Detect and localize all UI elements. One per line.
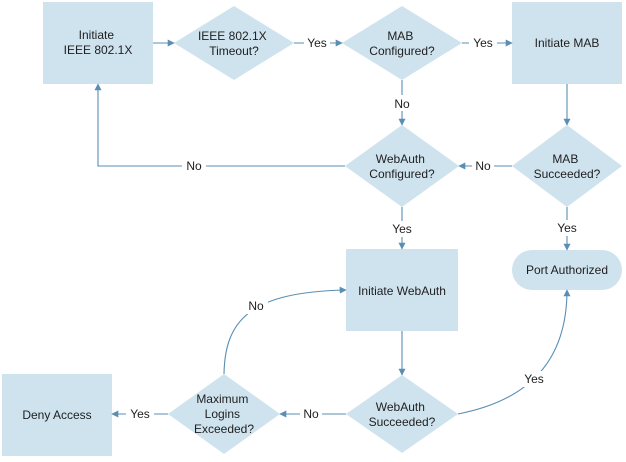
timeout-line1: IEEE 802.1X: [198, 29, 267, 43]
mab-succeeded-yes-label: Yes: [557, 221, 577, 235]
webauth-succeeded-yes-label: Yes: [524, 372, 544, 386]
mab-configured-line1: MAB: [387, 29, 413, 43]
mab-configured-yes-label: Yes: [473, 36, 493, 50]
edge-max-logins-yes: Yes: [111, 406, 168, 422]
svg-text:IEEE 802.1X Timeout?: IEEE 802.1X Timeout?: [198, 29, 270, 58]
svg-text:MAB Configured?: MAB Configured?: [369, 29, 435, 58]
webauth-configured-no-label: No: [186, 159, 202, 173]
max-logins-decision-node: Maximum Logins Exceeded?: [168, 374, 280, 454]
svg-text:Initiate IEEE 802.1X: Initiate IEEE 802.1X: [64, 28, 133, 57]
mab-succeeded-line1: MAB: [552, 152, 578, 166]
timeout-line2: Timeout?: [209, 44, 259, 58]
svg-text:Initiate WebAuth: Initiate WebAuth: [358, 284, 446, 298]
timeout-decision-node: IEEE 802.1X Timeout?: [174, 6, 294, 80]
edge-webauth-configured-no: No: [94, 83, 345, 174]
webauth-succeeded-decision-node: WebAuth Succeeded?: [346, 375, 458, 453]
port-authorized-label: Port Authorized: [526, 263, 608, 277]
timeout-yes-label: Yes: [307, 36, 327, 50]
edge-mab-succeeded-yes: Yes: [554, 207, 582, 251]
max-logins-line3: Exceeded?: [194, 422, 254, 436]
svg-text:Initiate MAB: Initiate MAB: [535, 36, 600, 50]
mab-configured-decision-node: MAB Configured?: [342, 6, 462, 80]
svg-text:Deny Access: Deny Access: [22, 408, 91, 422]
edge-webauth-succeeded-no: No: [279, 406, 346, 422]
max-logins-no-label: No: [248, 299, 264, 313]
initiate-8021x-node: Initiate IEEE 802.1X: [43, 2, 153, 84]
mab-succeeded-line2: Succeeded?: [534, 167, 601, 181]
mab-succeeded-decision-node: MAB Succeeded?: [512, 125, 622, 207]
svg-text:Maximum Logins Exc: Maximum Logins Exceeded?: [194, 392, 254, 436]
edge-max-logins-no: No: [223, 286, 347, 375]
edge-mab-succeeded-no: No: [458, 158, 512, 174]
edge-timeout-yes: Yes: [294, 34, 343, 50]
svg-text:WebAuth Succeeded?: WebAuth Succeeded?: [369, 400, 436, 429]
edge-mab-configured-yes: Yes: [462, 34, 513, 50]
edge-webauth-succeeded-yes: Yes: [457, 289, 571, 415]
initiate-webauth-node: Initiate WebAuth: [346, 249, 458, 331]
initiate-webauth-label: Initiate WebAuth: [358, 284, 446, 298]
webauth-configured-decision-node: WebAuth Configured?: [345, 125, 459, 207]
edge-mab-configured-no: No: [390, 80, 414, 126]
port-authorized-node: Port Authorized: [512, 250, 622, 290]
max-logins-line1: Maximum: [196, 392, 248, 406]
webauth-succeeded-line2: Succeeded?: [369, 415, 436, 429]
webauth-configured-line2: Configured?: [369, 167, 435, 181]
deny-access-node: Deny Access: [2, 374, 112, 456]
mab-succeeded-no-label: No: [475, 159, 491, 173]
edge-webauth-configured-yes: Yes: [388, 207, 416, 250]
webauth-configured-line1: WebAuth: [376, 152, 425, 166]
max-logins-yes-label: Yes: [130, 407, 150, 421]
initiate-mab-node: Initiate MAB: [512, 2, 622, 84]
webauth-configured-yes-label: Yes: [392, 222, 412, 236]
webauth-succeeded-line1: WebAuth: [376, 400, 425, 414]
deny-access-label: Deny Access: [22, 408, 91, 422]
mab-configured-line2: Configured?: [369, 44, 435, 58]
initiate-8021x-line1: Initiate: [79, 28, 115, 42]
initiate-8021x-line2: IEEE 802.1X: [64, 43, 133, 57]
webauth-succeeded-no-label: No: [303, 407, 319, 421]
svg-text:MAB Succeeded?: MAB Succeeded?: [534, 152, 601, 181]
max-logins-line2: Logins: [205, 407, 240, 421]
svg-text:WebAuth Configured?: WebAuth Configured?: [369, 152, 435, 181]
mab-configured-no-label: No: [394, 97, 410, 111]
svg-text:Port Authorized: Port Authorized: [526, 263, 608, 277]
initiate-mab-label: Initiate MAB: [535, 36, 600, 50]
